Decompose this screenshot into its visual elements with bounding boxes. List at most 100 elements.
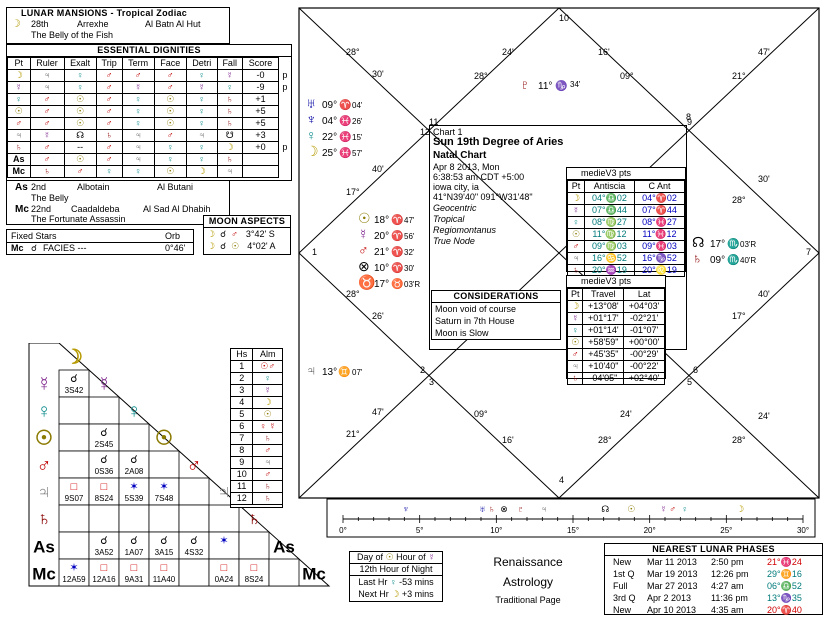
travel-col-header: Lat — [623, 288, 665, 301]
dignities-cell-detri: ♀ — [185, 69, 218, 82]
grid-aspect-symbol: ☌ — [100, 454, 107, 466]
almuten-row: 8♂ — [231, 444, 282, 457]
planet-glyph: ☊ — [692, 234, 704, 250]
cusp-degree: 28° — [474, 71, 488, 81]
almuten-house: 1 — [231, 360, 254, 373]
dignities-cell-detri: ♃ — [185, 129, 218, 142]
grid-aspect-symbol: ☌ — [70, 373, 77, 385]
almuten-table: Hs Alm 1☉♂2♀3☿4☽5☉6♀ ☿7♄8♂9♃10♂11♄12♄ — [231, 349, 282, 505]
chart-tropical: Tropical — [433, 214, 465, 224]
dignities-cell-trip: ♂ — [95, 117, 123, 130]
grid-row-label: As — [33, 538, 55, 557]
planet-glyph: ♉ — [358, 274, 375, 291]
planet-minute: 15' — [352, 133, 363, 142]
antiscia-col-header: C Ant — [633, 180, 686, 193]
grid-row-label: ♂ — [37, 455, 52, 477]
grid-aspect-symbol: □ — [101, 562, 108, 574]
dignities-cell-exalt: ☉ — [63, 105, 97, 118]
moon-icon: ☽ — [391, 589, 400, 599]
considerations-header: CONSIDERATIONS — [432, 291, 560, 303]
dignities-cell-face: ♀ — [153, 153, 187, 166]
cusp-degree: 28° — [598, 435, 612, 445]
contra-antiscia-value: 07°♈44 — [633, 204, 686, 217]
dignities-cell-face: ♀ — [153, 141, 187, 154]
travel-col-header: Pt — [566, 288, 584, 301]
phase-date: Apr 2 2013 — [647, 593, 692, 603]
travel-value: +01°17' — [582, 312, 625, 325]
grid-cell — [148, 450, 180, 479]
dignities-cell-score: +5 — [241, 105, 280, 118]
almuten-house: 7 — [231, 432, 254, 445]
antiscia-value: 08°♍27 — [583, 216, 635, 229]
ruler-tick-label: 10° — [490, 526, 502, 535]
ruler-tick-label: 30° — [797, 526, 809, 535]
almuten-house: 11 — [231, 480, 254, 493]
score-mark: p — [282, 69, 288, 80]
grid-cell — [88, 504, 120, 533]
grid-aspect-symbol: ✶ — [69, 562, 78, 574]
dignities-cell-exalt: -- — [63, 141, 97, 154]
phase-date: Mar 27 2013 — [647, 581, 698, 591]
latitude-value: -01°07' — [623, 324, 665, 337]
grid-cell — [58, 450, 90, 479]
chart-house-system: Regiomontanus — [433, 225, 497, 235]
grid-cell — [238, 558, 270, 587]
phase-position: 21°♓24 — [767, 557, 802, 567]
travel-row: ☉+58'59"+00°00' — [566, 336, 665, 349]
almuten-house: 5 — [231, 408, 254, 421]
dignities-cell-score: -9 — [241, 81, 280, 94]
fixed-star-aspect: ☌ — [31, 243, 38, 253]
fixed-star-name: FACIES --- — [43, 243, 87, 253]
score-mark: p — [282, 81, 288, 92]
almuten-house: 6 — [231, 420, 254, 433]
grid-aspect-orb: 7S48 — [155, 494, 174, 503]
cusp-degree: 40' — [758, 289, 770, 299]
latitude-value: +02°40' — [623, 372, 665, 385]
fixed-stars-panel: Fixed Stars Orb Mc ☌ FACIES --- 0°46' — [6, 229, 194, 255]
grid-aspect-orb: 0S36 — [95, 467, 114, 476]
grid-cell — [88, 558, 120, 587]
dignities-cell-ruler: ♂ — [29, 153, 65, 166]
dignities-cell-fall: ♄ — [216, 93, 243, 106]
travel-row: ☽+13°08'+04°03' — [566, 300, 665, 313]
travel-value: +45'35" — [582, 348, 625, 361]
cusp-degree: 09° — [620, 71, 634, 81]
dignities-cell-face: ♂ — [153, 81, 187, 94]
phase-position: 20°♈40 — [767, 605, 802, 615]
almuten-row: 4☽ — [231, 396, 282, 409]
aspect-glyph: ☌ — [220, 229, 227, 239]
lunar-mansions-panel: LUNAR MANSIONS - Tropical Zodiac ☽ 28th … — [6, 7, 230, 44]
travel-row: ♀+01°14'-01°07' — [566, 324, 665, 337]
grid-aspect-orb: 11A40 — [153, 575, 176, 584]
mercury-icon: ☿ — [428, 552, 435, 562]
dignities-cell-fall: ♄ — [216, 105, 243, 118]
planet-sign: ♈ — [339, 98, 351, 111]
cusp-degree: 28° — [346, 289, 360, 299]
planet-minute: 30' — [404, 264, 415, 273]
almuten-row: 5☉ — [231, 408, 282, 421]
phase-position: 29°♊16 — [767, 569, 802, 579]
chart-title: Sun 19th Degree of Aries — [433, 136, 564, 148]
travel-point: ☿ — [566, 312, 584, 325]
lunar-phases-header: NEAREST LUNAR PHASES — [605, 544, 822, 556]
planet-sign: ♈ — [391, 229, 403, 242]
lunar-mansions-header: LUNAR MANSIONS - Tropical Zodiac — [21, 8, 188, 18]
grid-aspect-orb: 9A31 — [125, 575, 144, 584]
dignities-row: ♂♂☉♂♀☉♀♄+5 — [7, 117, 291, 130]
moon-aspect-row: ☽☌♂3°42' S — [204, 228, 290, 240]
phase-time: 2:50 pm — [711, 557, 744, 567]
travel-header: medieV3 pts — [567, 276, 665, 288]
dignities-cell-exalt: ♀ — [63, 69, 97, 82]
dignities-cell-ruler: ♂ — [29, 141, 65, 154]
planet-sign: ♊ — [338, 365, 350, 378]
grid-aspect-symbol: □ — [71, 481, 78, 493]
cusp-degree: 30' — [758, 174, 770, 184]
grid-cell — [148, 504, 180, 533]
